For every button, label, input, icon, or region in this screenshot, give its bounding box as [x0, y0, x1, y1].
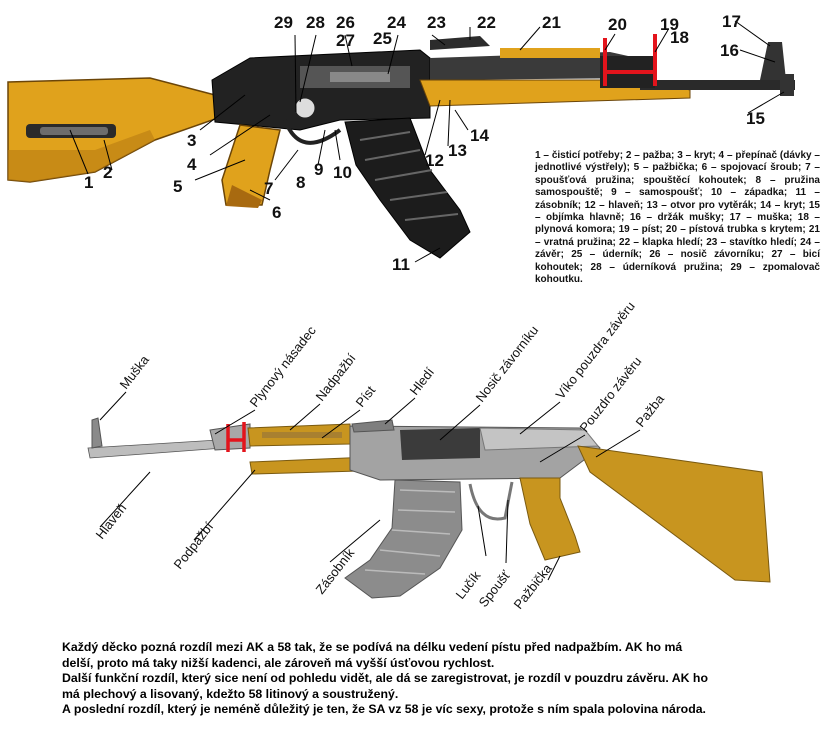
label-pist: Píst — [353, 383, 379, 410]
ak-barrel — [640, 80, 795, 90]
caption-line: Další funkční rozdíl, který sice není od… — [62, 671, 708, 686]
caption-line: Každý děcko pozná rozdíl mezi AK a 58 ta… — [62, 640, 683, 654]
part-number: 15 — [746, 109, 765, 128]
label-spoust: Spoušť — [476, 568, 514, 610]
part-number: 20 — [608, 15, 627, 34]
part-number: 19 — [660, 15, 679, 34]
label-pazbicka: Pažbička — [511, 560, 556, 611]
part-number: 3 — [187, 131, 196, 150]
caption-line: A poslední rozdíl, který je neméně důlež… — [62, 702, 706, 717]
part-number: 24 — [387, 13, 406, 32]
label-muska: Muška — [117, 352, 153, 392]
vz58-bolt-carrier — [400, 428, 480, 460]
label-nosic-zavorniku: Nosič závorníku — [473, 323, 542, 405]
part-number: 2 — [103, 163, 112, 182]
ak-gas-tube-cover — [500, 48, 600, 58]
ak-pistol-grip — [221, 124, 281, 206]
part-number: 7 — [264, 179, 273, 198]
label-zasobnik: Zásobník — [313, 545, 358, 597]
vz58-piston — [262, 432, 342, 438]
ak-leader-lines — [69, 20, 785, 263]
label-podpazbi: Podpažbí — [171, 519, 217, 572]
part-number: 10 — [333, 163, 352, 182]
part-number: 14 — [470, 126, 489, 145]
label-nadpazbi: Nadpažbí — [313, 350, 359, 403]
ak-grip-shade — [226, 185, 262, 208]
part-number: 4 — [187, 155, 197, 174]
part-number: 9 — [314, 160, 323, 179]
part-number: 21 — [542, 13, 561, 32]
part-number: 26 — [336, 13, 355, 32]
part-number: 29 — [274, 13, 293, 32]
part-number: 22 — [477, 13, 496, 32]
vz58-piston-highlight — [226, 422, 246, 452]
part-number: 25 — [373, 29, 392, 48]
ak-bolt — [330, 72, 390, 82]
label-pazba: Pažba — [633, 391, 668, 430]
label-plynovy-nasadec: Plynový násadec — [247, 323, 320, 410]
ak-rear-sight — [430, 36, 490, 50]
vz58-magazine — [344, 479, 463, 599]
comparison-caption: Každý děcko pozná rozdíl mezi AK a 58 ta… — [62, 640, 822, 718]
ak-cleaning-kit-inner — [40, 127, 108, 135]
part-number: 5 — [173, 177, 182, 196]
ak-stock-shade — [8, 130, 155, 182]
part-number: 18 — [670, 28, 689, 47]
part-number: 27 — [336, 31, 355, 50]
ak-receiver — [211, 49, 431, 131]
caption-line: má plechový a lisovaný, kdežto 58 litino… — [62, 686, 399, 701]
part-number: 28 — [306, 13, 325, 32]
ak-hammer — [294, 97, 316, 119]
vz58-leader-lines — [99, 391, 641, 581]
vz58-magazine-ribs — [364, 489, 456, 575]
ak-upper-handguard — [430, 52, 655, 80]
vz58-illustration — [87, 417, 771, 599]
ak-piston-highlight — [603, 34, 657, 86]
caption-line: delší, proto má taky nižší kadenci, ale … — [62, 655, 495, 670]
vz58-rear-sight — [351, 419, 395, 433]
part-number: 6 — [272, 203, 281, 222]
part-number: 11 — [392, 255, 410, 274]
part-number: 13 — [448, 141, 467, 160]
vz58-stock — [577, 445, 771, 583]
parts-legend: 1 – čisticí potřeby; 2 – pažba; 3 – kryt… — [535, 150, 820, 286]
ak-part-numbers: 1 2 3 4 5 6 7 8 9 10 11 12 13 14 15 16 1… — [84, 12, 765, 274]
label-hlaven: Hlaveň — [93, 501, 130, 542]
ak-trigger-guard — [283, 119, 342, 145]
part-number: 1 — [84, 173, 93, 192]
part-number: 23 — [427, 13, 446, 32]
ak-magazine-ribs — [359, 131, 459, 221]
part-number: 16 — [720, 41, 739, 60]
part-number: 8 — [296, 173, 305, 192]
vz58-front-sight — [91, 417, 103, 449]
part-number: 12 — [425, 151, 444, 170]
vz58-trigger-guard — [468, 481, 514, 521]
vz58-pistol-grip — [519, 477, 581, 561]
ak-magazine — [344, 117, 471, 259]
label-hledi: Hledí — [407, 364, 438, 397]
part-number: 17 — [722, 12, 741, 31]
